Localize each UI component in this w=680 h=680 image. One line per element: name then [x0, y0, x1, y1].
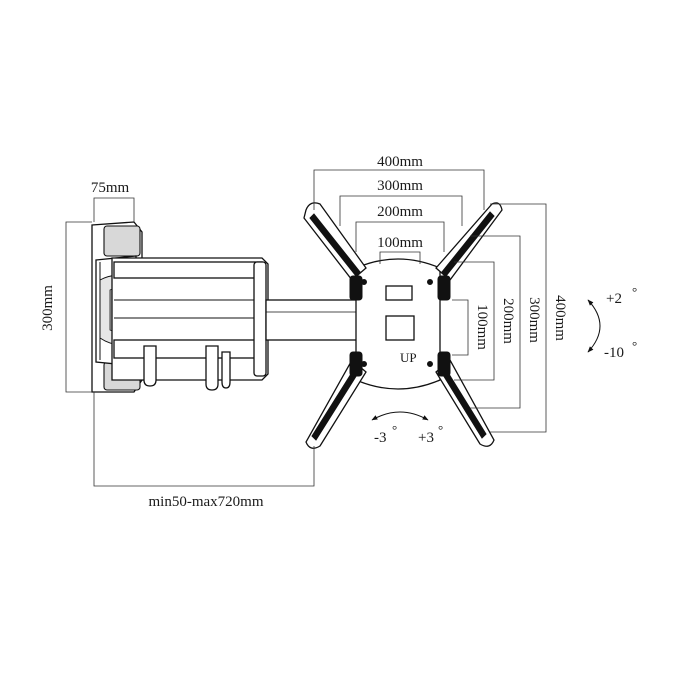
tilt-down-angle: -10 [604, 345, 624, 361]
dim-right-200: 200mm [500, 298, 516, 344]
top-dimension-lines [313, 169, 485, 264]
swivel-left-degree: ° [392, 422, 397, 437]
right-dimension-lines [452, 203, 547, 433]
tilt-indicator: +2 ° -10 ° [587, 284, 637, 361]
dim-right-300: 300mm [526, 297, 542, 343]
swing-arm [111, 257, 377, 391]
dim-plate-300: 300mm [40, 285, 56, 331]
swivel-left-angle: -3 [374, 430, 387, 446]
dim-right-100: 100mm [474, 304, 490, 350]
dim-top-400: 400mm [377, 154, 423, 170]
vesa-plate: UP [303, 202, 503, 449]
swivel-indicator: -3 ° +3 ° [371, 411, 443, 446]
tilt-up-angle: +2 [606, 291, 622, 307]
dim-extension: min50-max720mm [149, 494, 264, 510]
dim-top-300: 300mm [377, 178, 423, 194]
dim-plate-75: 75mm [91, 180, 130, 196]
swivel-right-degree: ° [438, 422, 443, 437]
dim-right-400: 400mm [552, 295, 568, 341]
up-mark: UP [400, 350, 417, 365]
tilt-up-degree: ° [632, 284, 637, 299]
plate-dimension-lines [65, 197, 315, 487]
dim-top-100: 100mm [377, 235, 423, 251]
tilt-down-degree: ° [632, 338, 637, 353]
dim-top-200: 200mm [377, 204, 423, 220]
swivel-right-angle: +3 [418, 430, 434, 446]
